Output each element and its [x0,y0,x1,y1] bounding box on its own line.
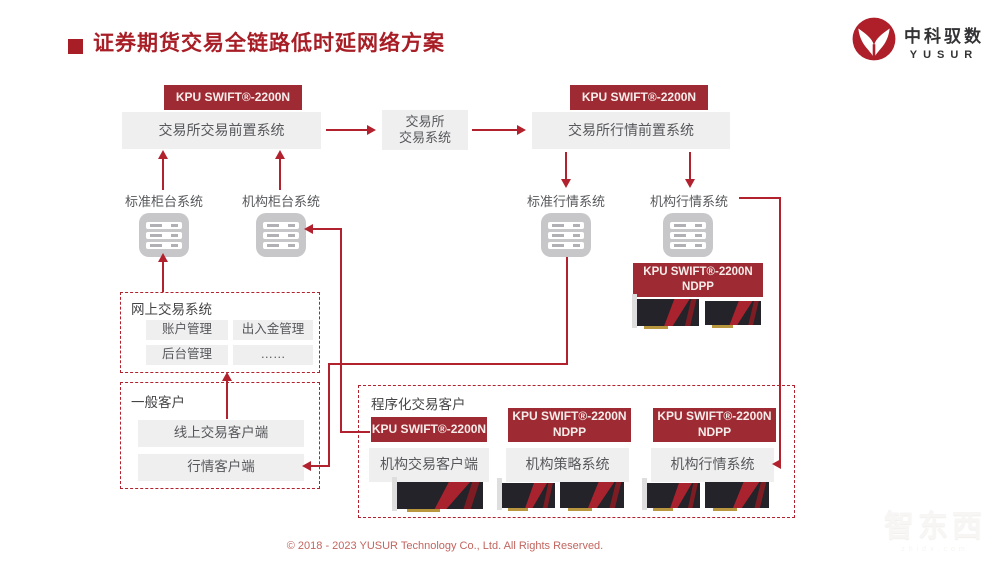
arrow-right-icon [367,125,376,135]
label-standard-counter-system: 标准柜台系统 [124,194,203,209]
yusur-logo-icon [851,16,897,67]
arrow-up-icon [158,253,168,262]
smartnic-card-image [705,301,761,328]
arrow-down-icon [561,179,571,188]
exchange-trade-front-system-box: 交易所交易前置系统 [122,112,321,149]
kpu-badge-trade-client: KPU SWIFT®-2200N [371,417,487,442]
kpu-badge-trade-front: KPU SWIFT®-2200N [164,85,302,110]
connector-line [566,257,568,364]
arrow-up-icon [275,150,285,159]
group-title: 一般客户 [131,395,185,410]
logo-name-en: YUSUR [909,49,979,61]
server-icon [663,213,713,257]
connector-line [310,465,330,467]
connector-line [328,363,568,365]
label-institutional-quote-system: 机构行情系统 [649,194,728,209]
connector-line [312,228,341,230]
smartnic-card-image [392,477,483,512]
logo-name-cn: 中科驭数 [904,27,984,46]
ellipsis-box: …… [233,345,313,365]
kpu-badge-quote-front: KPU SWIFT®-2200N [570,85,708,110]
deposit-withdrawal-box: 出入金管理 [233,320,313,340]
flow-line [226,379,228,419]
smartnic-card-image [632,294,699,329]
online-trading-system-group: 网上交易系统 账户管理 出入金管理 后台管理 …… [120,292,320,373]
flow-line [279,158,281,190]
server-icon [139,213,189,257]
logo-text: 中科驭数 YUSUR [904,22,984,61]
arrow-up-icon [222,372,232,381]
server-icon [256,213,306,257]
arrow-left-icon [304,224,313,234]
smartnic-card-image [642,478,700,511]
smartnic-card-image [560,482,624,511]
account-management-box: 账户管理 [146,320,228,340]
institutional-quote-system-box: 机构行情系统 [651,448,774,482]
online-trading-client-box: 线上交易客户端 [138,420,304,447]
institutional-trade-client-box: 机构交易客户端 [369,448,489,482]
label-institutional-counter-system: 机构柜台系统 [241,194,320,209]
arrow-up-icon [158,150,168,159]
connector-line [328,363,330,466]
title-bullet-square [68,39,83,54]
arrow-right-icon [517,125,526,135]
page-title: 证券期货交易全链路低时延网络方案 [93,32,445,55]
flow-line [472,129,519,131]
flow-line [162,260,164,292]
exchange-system-box: 交易所 交易系统 [382,110,468,150]
copyright-footer: © 2018 - 2023 YUSUR Technology Co., Ltd.… [286,540,604,552]
programmatic-client-group: 程序化交易客户 KPU SWIFT®-2200N 机构交易客户端 KPU SWI… [358,385,795,518]
quote-client-box: 行情客户端 [138,454,304,481]
backoffice-management-box: 后台管理 [146,345,228,365]
arrow-left-icon [302,461,311,471]
connector-line [779,197,781,465]
kpu-ndpp-badge: KPU SWIFT®-2200N NDPP [633,263,763,297]
arrow-down-icon [685,179,695,188]
kpu-ndpp-badge: KPU SWIFT®-2200N NDPP [508,408,631,442]
group-title: 网上交易系统 [131,302,212,317]
flow-line [689,152,691,180]
flow-line [326,129,369,131]
exchange-quote-front-system-box: 交易所行情前置系统 [532,112,730,149]
server-icon [541,213,591,257]
label-standard-quote-system: 标准行情系统 [526,194,605,209]
smartnic-card-image [497,478,555,511]
connector-line [739,197,781,199]
flow-line [162,158,164,190]
institutional-strategy-system-box: 机构策略系统 [506,448,629,482]
kpu-ndpp-badge: KPU SWIFT®-2200N NDPP [653,408,776,442]
flow-line [565,152,567,180]
arrow-left-icon [772,459,781,469]
watermark-cn: 智东西 [884,510,986,543]
connector-line [340,228,342,433]
group-title: 程序化交易客户 [371,397,466,412]
connector-line [340,431,370,433]
watermark-en: zhidx.com [901,546,969,553]
smartnic-card-image [705,482,769,511]
zhidx-watermark: 智东西 zhidx.com [884,501,986,553]
company-logo: 中科驭数 YUSUR [851,16,984,67]
general-client-group: 一般客户 线上交易客户端 行情客户端 [120,382,320,489]
